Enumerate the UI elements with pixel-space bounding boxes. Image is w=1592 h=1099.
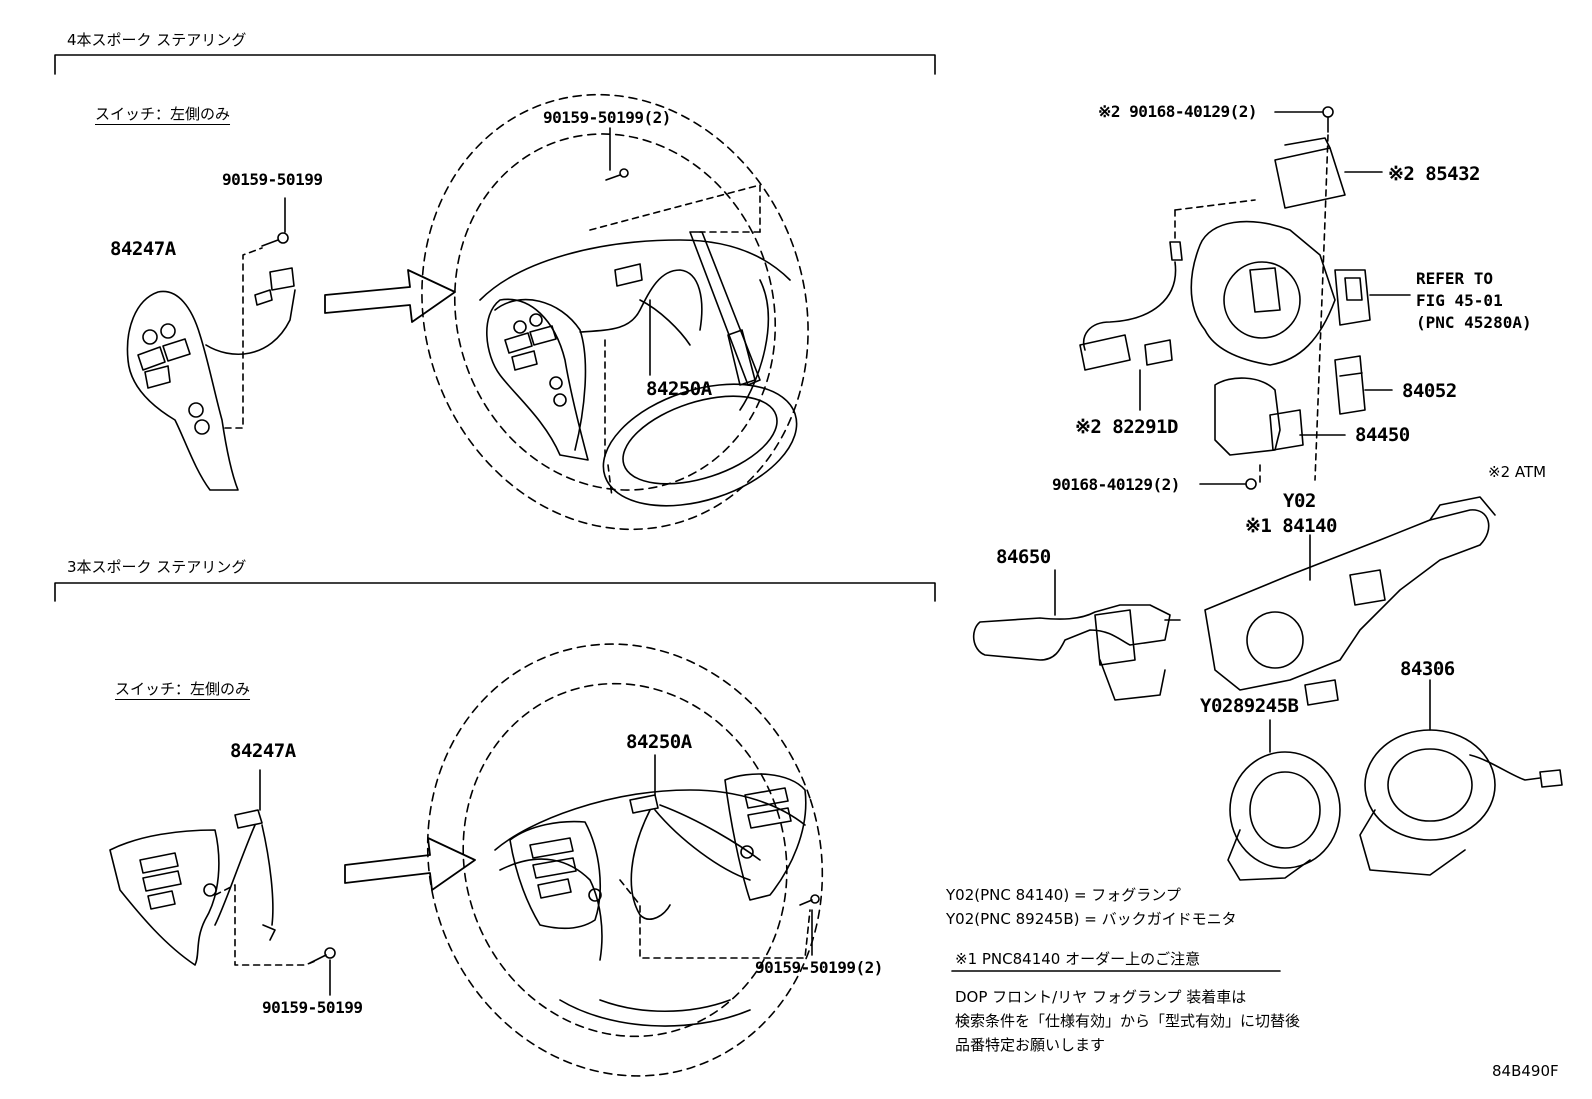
caution-line-3: 品番特定お願いします <box>955 1036 1106 1054</box>
label-84052: 84052 <box>1402 380 1457 402</box>
label-90159-50199-bottom: 90159-50199 <box>262 998 363 1017</box>
column-switch-body <box>1190 220 1411 366</box>
spiral-cable-84306 <box>1359 679 1563 876</box>
caution-line-1: DOP フロント/リヤ フォグランプ 装着車は <box>955 988 1247 1006</box>
figure-id: 84B490F <box>1492 1062 1559 1080</box>
label-85432: ※2 85432 <box>1388 163 1481 185</box>
section-bracket-three-spoke <box>54 582 936 602</box>
note-y02-89245B: Y02(PNC 89245B) = バックガイドモニタ <box>946 910 1237 928</box>
screw-90159-bottom-left <box>309 947 336 996</box>
label-84140: ※1 84140 <box>1245 515 1338 537</box>
screw-90168-bottom <box>1199 478 1257 490</box>
label-82291D: ※2 82291D <box>1075 416 1178 438</box>
switch-84052 <box>1334 355 1393 415</box>
label-90168-40129-2-bottom: 90168-40129(2) <box>1052 475 1180 494</box>
label-84247A-bottom: 84247A <box>230 740 296 762</box>
steering-wheel-bottom <box>426 643 824 1077</box>
switch-84450 <box>1214 377 1346 456</box>
caution-line-2: 検索条件を「仕様有効」から「型式有効」に切替後 <box>955 1012 1301 1030</box>
label-90159-50199-2-bottom: 90159-50199(2) <box>755 958 883 977</box>
label-90159-50199-top: 90159-50199 <box>222 170 323 189</box>
label-84250A-top: 84250A <box>646 378 712 400</box>
caution-title: ※1 PNC84140 オーダー上のご注意 <box>955 950 1201 968</box>
label-84650: 84650 <box>996 546 1051 568</box>
label-84247A-top: 84247A <box>110 238 176 260</box>
steering-wheel-top <box>421 93 809 531</box>
label-90168-40129-2-top: ※2 90168-40129(2) <box>1098 102 1258 121</box>
arrow-top <box>324 269 456 323</box>
sensor-85432 <box>1274 137 1383 209</box>
harness-82291D <box>1079 241 1183 411</box>
dashed-link-cluster <box>1174 134 1329 486</box>
switch-84247A-top <box>126 267 296 491</box>
dashed-link-bottom-left <box>214 884 319 966</box>
screw-90159-top-left <box>261 197 289 247</box>
section-bracket-four-spoke <box>54 54 936 75</box>
switch-note-bottom: スイッチ：左側のみ <box>115 680 251 698</box>
switch-84247A-bottom <box>109 769 276 966</box>
dashed-link-top-left <box>224 247 263 429</box>
switch-note-top: スイッチ：左側のみ <box>95 105 231 123</box>
label-y02: Y02 <box>1283 490 1316 512</box>
combination-switch-84140 <box>1204 496 1496 706</box>
label-84450: 84450 <box>1355 424 1410 446</box>
section-title-four-spoke: 4本スポーク ステアリング <box>67 31 247 49</box>
label-y02-89245B: Y0289245B <box>1200 695 1299 717</box>
note-y02-84140: Y02(PNC 84140) = フォグランプ <box>946 886 1181 904</box>
label-84306: 84306 <box>1400 658 1455 680</box>
label-84250A-bottom: 84250A <box>626 731 692 753</box>
arrow-bottom <box>344 837 476 891</box>
spiral-cable-89245B <box>1227 719 1341 881</box>
label-atm: ※2 ATM <box>1488 463 1547 481</box>
screw-90168-top <box>1274 106 1334 133</box>
section-title-three-spoke: 3本スポーク ステアリング <box>67 558 247 576</box>
label-refer-fig-45-01: REFER TO FIG 45-01 (PNC 45280A) <box>1416 269 1532 332</box>
switch-84650 <box>972 569 1181 701</box>
label-90159-50199-2-top: 90159-50199(2) <box>543 108 671 127</box>
